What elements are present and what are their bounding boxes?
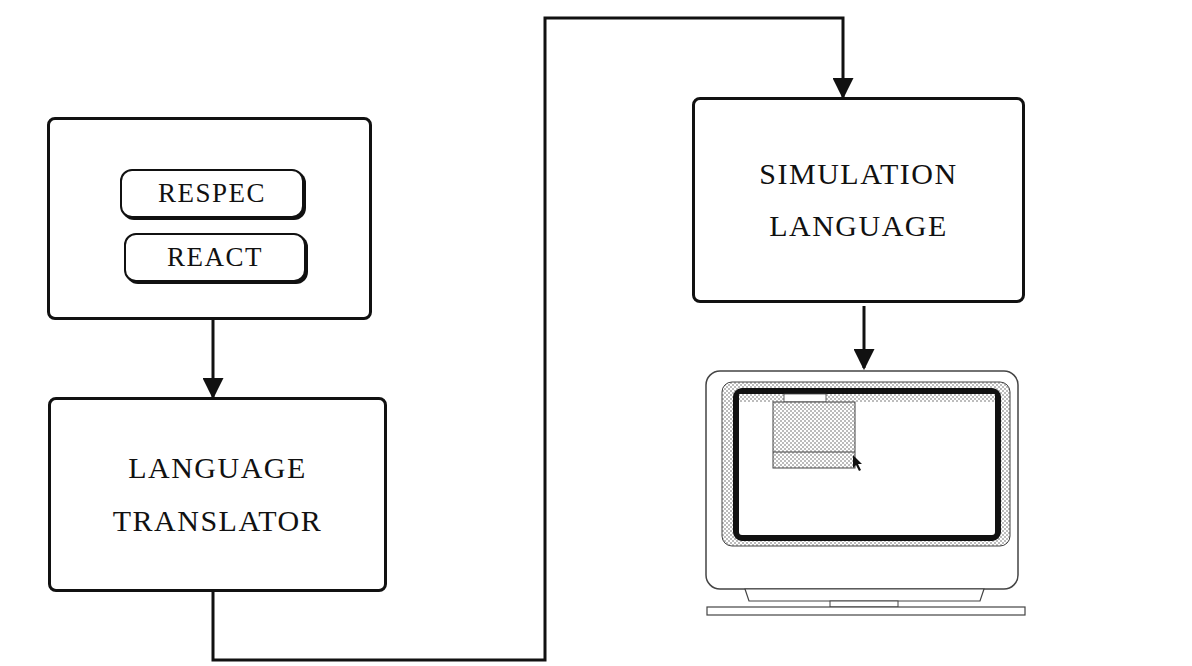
module-pill: RESPEC <box>120 169 304 218</box>
process-box: SIMULATION LANGUAGE <box>692 97 1025 303</box>
menu-item <box>784 394 826 402</box>
box-label: RESPEC <box>158 177 266 209</box>
monitor-base <box>707 607 1025 615</box>
module-pill: REACT <box>124 233 306 282</box>
arrow-line <box>863 306 866 368</box>
window-divider <box>773 452 855 453</box>
monitor-casing <box>706 371 1018 589</box>
group-box: RESPEC REACT <box>47 117 372 320</box>
monitor-screen <box>736 391 998 538</box>
menu-bar <box>739 394 995 402</box>
box-label: SIMULATION LANGUAGE <box>712 148 1005 253</box>
box-label: LANGUAGE TRANSLATOR <box>68 442 367 547</box>
process-box: LANGUAGE TRANSLATOR <box>48 397 387 592</box>
mouse-cursor <box>853 455 862 471</box>
monitor-neck <box>830 601 898 607</box>
box-label: REACT <box>167 241 263 273</box>
screen-window <box>773 402 855 468</box>
monitor-stand <box>745 589 984 601</box>
flow-arrow <box>212 320 215 397</box>
monitor-bezel <box>722 382 1010 546</box>
